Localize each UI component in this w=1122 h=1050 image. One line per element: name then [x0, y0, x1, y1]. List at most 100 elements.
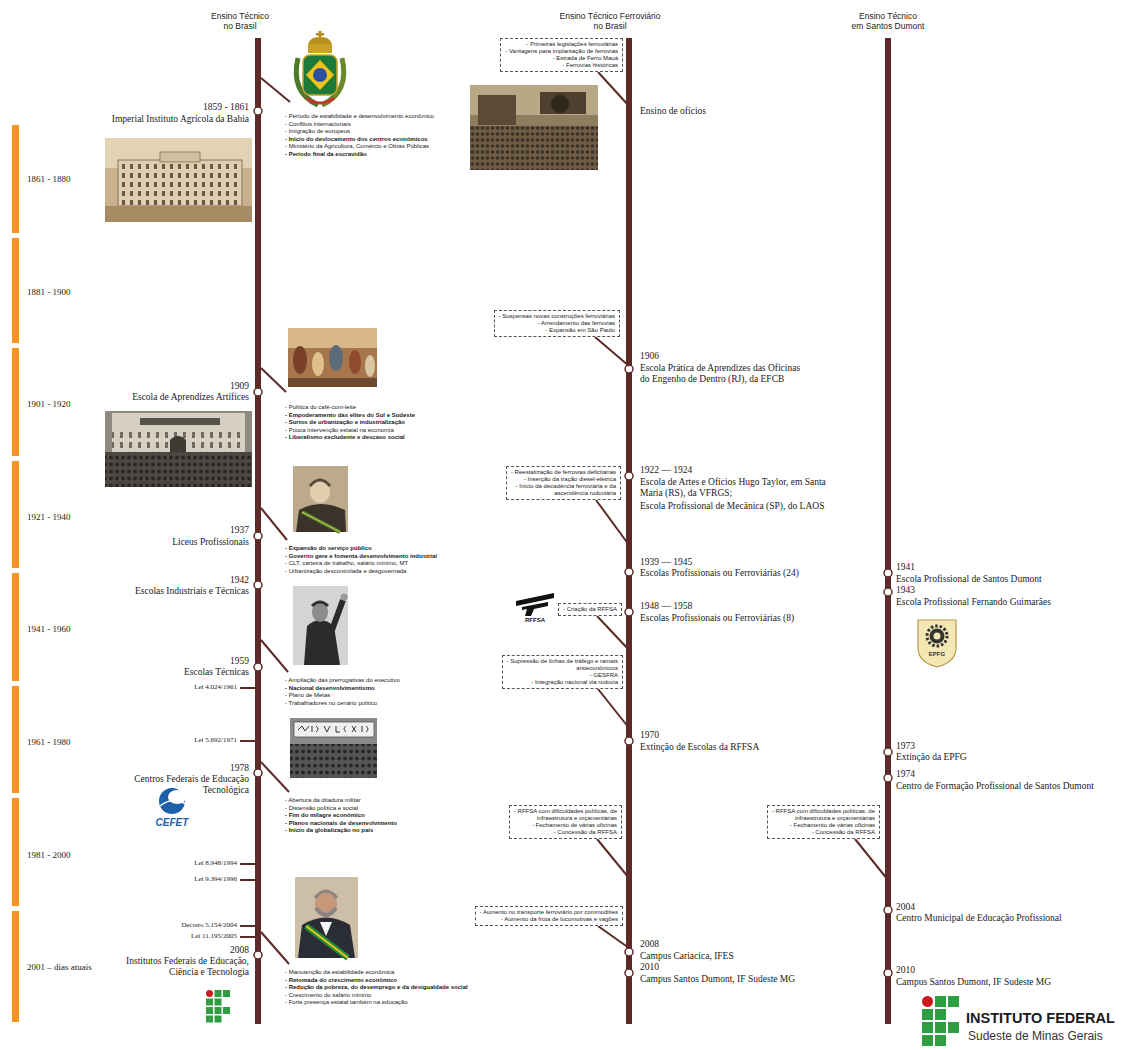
event-label: Campus Santos Dumont, IF Sudeste MG: [896, 977, 1051, 988]
logo-text: INSTITUTO FEDERAL: [966, 1011, 1115, 1026]
note-text: - Ferrovias históricas: [505, 62, 618, 69]
context-bullet: - Liberalismo excludente e descaso socia…: [285, 434, 405, 442]
note-text: - Fechamento de várias oficinas: [514, 822, 617, 829]
event-label: 1948 — 1958: [640, 601, 692, 612]
context-bullet: - Política do café-com-leite: [285, 404, 356, 412]
workshop-photo: [470, 85, 598, 170]
note-text: - Aumento da frota de locomotivas e vagõ…: [480, 916, 618, 923]
event-label: 1941: [896, 562, 915, 573]
context-bullet: - Forte presença estatal também na educa…: [285, 999, 408, 1007]
event-label: Escolas Profissionais ou Ferroviárias (2…: [640, 568, 799, 579]
note-text: - RFFSA com dificuldades políticas, de i…: [514, 808, 617, 822]
event-marker: [254, 107, 892, 977]
note-text: - Aumento no transporte ferroviário por …: [480, 909, 618, 916]
law-label: Decreto 5.154/2004: [181, 921, 237, 929]
painting: [288, 328, 377, 387]
context-bullet: - Crescimento do salário mínimo: [285, 992, 371, 1000]
note-box: - Supressão de linhas de tráfego e ramai…: [502, 655, 623, 689]
cefet-logo: [159, 788, 186, 814]
leader-line: [855, 839, 888, 880]
column-heading: Ensino Técnico Ferroviário no Brasil: [560, 12, 661, 32]
law-label: Lei 11.195/2005: [191, 932, 237, 940]
note-box: - RFFSA com dificuldades políticas, de i…: [767, 805, 880, 839]
event-label: 1942: [230, 575, 249, 586]
context-bullet: - Distensão política e social: [285, 805, 358, 813]
context-bullet: - Imigração de europeus: [285, 128, 350, 136]
event-label: 1937: [230, 525, 249, 536]
event-label: Escola Profissional de Santos Dumont: [896, 574, 1042, 585]
context-bullet: - Manutenção da estabilidade econômica: [285, 969, 394, 977]
law-label: Lei 8.948/1994: [194, 859, 237, 867]
event-label: Liceus Profissionais: [172, 537, 249, 548]
note-text: - Suspensas novas construções ferroviári…: [499, 313, 615, 320]
context-bullet: - Governo gere e fomenta desenvolvimento…: [285, 553, 437, 561]
imperial-emblem: [296, 31, 344, 105]
note-text: - Estrada de Ferro Mauá: [505, 55, 618, 62]
period-label: 1881 - 1900: [27, 287, 71, 297]
timeline-axis: [255, 38, 891, 1024]
event-label: 2010: [640, 962, 659, 973]
event-label: Escolas Técnicas: [184, 667, 249, 678]
leader-line: [597, 616, 629, 650]
context-bullet: - CLT, carteira de trabalho, salário mín…: [285, 560, 408, 568]
event-label: 1959: [230, 656, 249, 667]
note-text: - Concessão da RFFSA: [514, 829, 617, 836]
note-text: - Arrendamento das ferrovias: [499, 320, 615, 327]
event-label: 2004: [896, 902, 915, 913]
leader-line: [598, 926, 629, 948]
law-label: Lei 5.692/1971: [194, 736, 237, 744]
law-tick: [240, 688, 256, 937]
logo-text: CEFET: [156, 818, 189, 828]
event-label: 1943: [896, 585, 915, 596]
note-text: - Vantagens para implantação de ferrovia…: [505, 48, 618, 55]
column-heading: Ensino Técnico no Brasil: [211, 12, 269, 32]
event-label: Extinção de Escolas da RFFSA: [640, 742, 759, 753]
context-bullet: - Redução da pobreza, do desemprego e da…: [285, 984, 468, 992]
context-bullet: - Ministério da Agricultura, Comércio e …: [285, 143, 429, 151]
logo-text: EPFG: [929, 651, 945, 657]
law-label: Lei 4.024/1961: [194, 683, 237, 691]
note-text: - RFFSA com dificuldades políticas, de i…: [772, 808, 875, 822]
event-label: Escola Profissional Fernando Guimarães: [896, 597, 1051, 608]
note-box: - Reestatização de ferrovias deficitária…: [506, 466, 621, 500]
note-text: - Integração nacional via rodovia: [507, 679, 618, 686]
event-label: Institutos Federais de Educação, Ciência…: [126, 956, 249, 979]
event-label: Escolas Industriais e Técnicas: [135, 586, 249, 597]
context-bullet: - Ampliação das prerrogativas do executi…: [285, 677, 400, 685]
event-label: 1974: [896, 769, 915, 780]
context-bullet: - Surtos de urbanização e industrializaç…: [285, 419, 405, 427]
period-label: 1941 - 1960: [27, 624, 71, 634]
speaker-photo: [293, 586, 348, 665]
context-bullet: - Pouca intervenção estatal na economia: [285, 427, 394, 435]
law-label: Lei 9.394/1996: [194, 875, 237, 883]
event-label: Centros Federais de Educação Tecnológica: [134, 774, 249, 797]
note-text: - Supressão de linhas de tráfego e ramai…: [507, 658, 618, 672]
event-label: Extinção da EPFG: [896, 752, 967, 763]
school-photo: [105, 411, 252, 487]
context-bullet: - Nacional desenvolvimentismo: [285, 685, 375, 693]
event-label: Centro Municipal de Educação Profissiona…: [896, 913, 1062, 924]
event-label: 1906: [640, 351, 659, 362]
context-bullet: - Abertura da ditadura militar: [285, 797, 361, 805]
protest-photo: [290, 718, 377, 778]
event-label: Campus Santos Dumont, IF Sudeste MG: [640, 974, 795, 985]
event-label: Escolas Profissionais ou Ferroviárias (8…: [640, 613, 794, 624]
context-bullet: - Conflitos internacionais: [285, 121, 351, 129]
event-label: 2008: [640, 939, 659, 950]
event-label: 1922 — 1924: [640, 465, 692, 476]
event-label: Imperial Instituto Agrícola da Bahia: [112, 114, 249, 125]
period-label: 1861 - 1880: [27, 174, 71, 184]
event-label: 1859 - 1861: [203, 102, 249, 113]
event-label: Campus Cariacica, IFES: [640, 951, 734, 962]
note-text: - Expansão em São Paulo: [499, 327, 615, 334]
event-label: 1978: [230, 763, 249, 774]
note-text: - Concessão da RFFSA: [772, 829, 875, 836]
context-bullet: - Urbanização descontrolada e desgoverna…: [285, 568, 406, 576]
context-bullet: - Retomada do crescimento econômico: [285, 977, 397, 985]
context-bullet: - Período de estabilidade e desenvolvime…: [285, 113, 434, 121]
if-logo: [922, 996, 959, 1046]
note-text: - Inserção da tração diesel-elétrica: [511, 476, 616, 483]
